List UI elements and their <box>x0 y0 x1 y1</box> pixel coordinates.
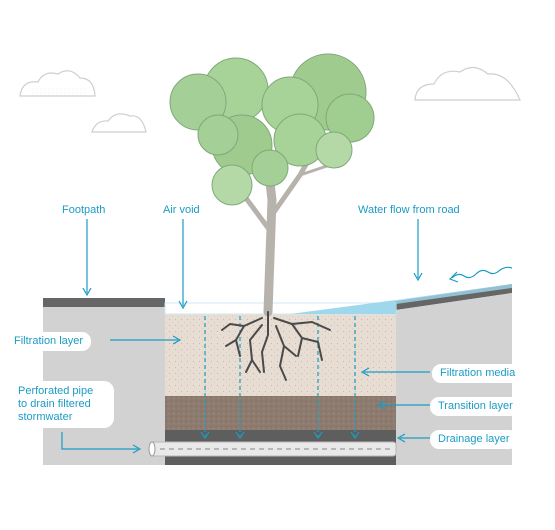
water-flow-arrow-icon <box>448 266 513 283</box>
water-flow-label: Water flow from road <box>358 204 460 216</box>
drainage-layer <box>148 430 397 465</box>
air-void-water <box>164 284 512 315</box>
cloud-left-icon <box>19 70 96 97</box>
footpath-label: Footpath <box>62 204 106 216</box>
footpath-block <box>43 298 165 465</box>
cloud-small-icon <box>91 113 147 133</box>
perforated-pipe-line-1: Perforated pipe <box>18 385 94 397</box>
perforated-pipe-label: Perforated pipe to drain filtered stormw… <box>10 381 114 428</box>
filtration-layer-label: Filtration layer <box>6 332 92 351</box>
perforated-pipe-line-3: stormwater <box>18 411 73 423</box>
transition-layer <box>165 396 396 430</box>
transition-layer-label: Transition layer <box>430 397 521 416</box>
filtration-media-label: Filtration media <box>432 364 524 383</box>
filtration-media-layer <box>165 314 396 396</box>
tree-roots <box>221 311 331 381</box>
cloud-right-icon <box>414 66 521 101</box>
drainage-layer-label: Drainage layer <box>430 430 518 449</box>
perforated-pipe-line-2: to drain filtered <box>18 398 91 410</box>
air-void-label: Air void <box>163 204 200 216</box>
label-pointers <box>61 219 430 454</box>
tree-foliage <box>169 53 375 206</box>
infiltration-arrows <box>200 316 360 440</box>
